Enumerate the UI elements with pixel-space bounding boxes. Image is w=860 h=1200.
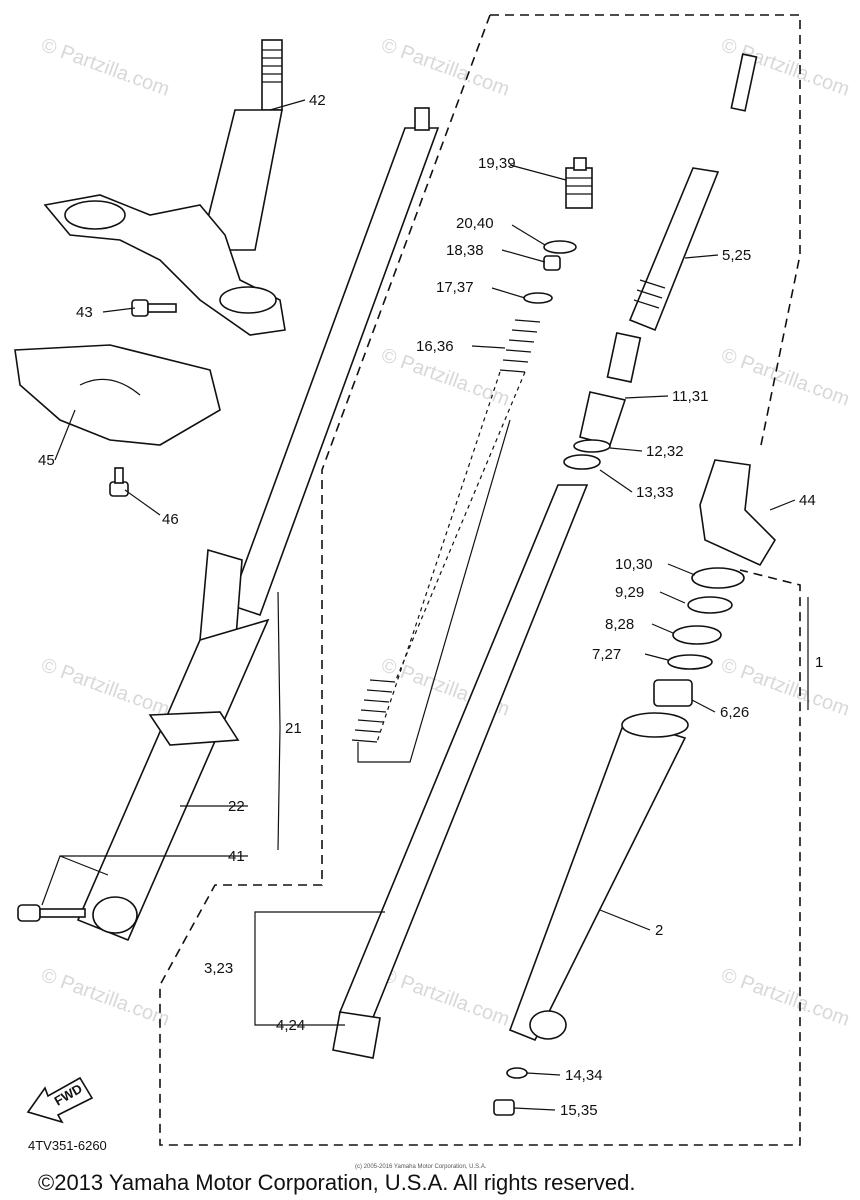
oil-seal-part [563, 454, 601, 470]
slide-bushing-part [653, 679, 693, 707]
callout-16-36: 16,36 [416, 338, 454, 355]
fwd-arrow-icon: FWD [26, 1076, 94, 1124]
watermark: © Partzilla.com [378, 964, 512, 1031]
callout-14-34: 14,34 [565, 1067, 603, 1084]
dust-seal-part [691, 567, 745, 589]
bolt-43-part [131, 299, 177, 317]
oil-seal-lower-part [672, 625, 722, 645]
steering-stem-part [43, 39, 286, 336]
upper-assembly-outline [159, 14, 801, 1146]
callout-19-39: 19,39 [478, 155, 516, 172]
fork-guard-part [699, 459, 777, 567]
callout-22: 22 [228, 798, 245, 815]
callout-7-27: 7,27 [592, 646, 621, 663]
retaining-clip-part [687, 596, 733, 614]
left-fork-assembly-part [76, 107, 440, 942]
watermark: © Partzilla.com [718, 964, 852, 1031]
callout-15-35: 15,35 [560, 1102, 598, 1119]
callout-13-33: 13,33 [636, 484, 674, 501]
copyright-notice: ©2013 Yamaha Motor Corporation, U.S.A. A… [38, 1170, 635, 1195]
watermark: © Partzilla.com [378, 34, 512, 101]
damper-rod-part [628, 53, 758, 332]
callout-41: 41 [228, 848, 245, 865]
outer-tube-part [508, 712, 689, 1042]
callout-12-32: 12,32 [646, 443, 684, 460]
left-assembly-outline [490, 14, 801, 451]
watermark: © Partzilla.com [718, 344, 852, 411]
callout-18-38: 18,38 [446, 242, 484, 259]
callout-17-37: 17,37 [436, 279, 474, 296]
o-ring-part [543, 240, 577, 254]
leader-lines [41, 99, 809, 1111]
callout-20-40: 20,40 [456, 215, 494, 232]
bottom-bolt-part [493, 1099, 515, 1116]
callout-42: 42 [309, 92, 326, 109]
watermark: © Partzilla.com [38, 34, 172, 101]
small-copyright: (c) 2005-2016 Yamaha Motor Corporation, … [355, 1164, 487, 1170]
fork-cover-part [14, 344, 221, 446]
bolt-46-part [109, 467, 129, 497]
callout-21: 21 [285, 720, 302, 737]
callout-2: 2 [655, 922, 663, 939]
callout-10-30: 10,30 [615, 556, 653, 573]
callout-8-28: 8,28 [605, 616, 634, 633]
callout-11-31: 11,31 [672, 388, 708, 405]
callout-43: 43 [76, 304, 93, 321]
slide-metal-part [579, 391, 627, 446]
watermark: © Partzilla.com [38, 654, 172, 721]
nut-part [543, 255, 561, 271]
cap-bolt-part [565, 157, 593, 209]
snap-ring-part [573, 439, 611, 453]
left-axle-bolt-part [17, 904, 86, 922]
bottom-washer-part [506, 1067, 528, 1079]
fork-spring-part [351, 319, 541, 743]
oil-lock-piece-part [606, 332, 642, 383]
callout-5-25: 5,25 [722, 247, 751, 264]
callout-labels: 42 43 45 46 19,39 20,40 18,38 17,37 16,3… [38, 92, 823, 1119]
callout-44: 44 [799, 492, 816, 509]
washer-lower-part [667, 654, 713, 670]
inner-tube-part [332, 484, 589, 1059]
callout-46: 46 [162, 511, 179, 528]
watermark: © Partzilla.com [38, 964, 172, 1031]
callout-3-23: 3,23 [204, 960, 233, 977]
callout-9-29: 9,29 [615, 584, 644, 601]
callout-45: 45 [38, 452, 55, 469]
washer-part [523, 292, 553, 304]
callout-6-26: 6,26 [720, 704, 749, 721]
callout-1: 1 [815, 654, 823, 671]
callout-4-24: 4,24 [276, 1017, 305, 1034]
drawing-code: 4TV351-6260 [28, 1138, 107, 1153]
